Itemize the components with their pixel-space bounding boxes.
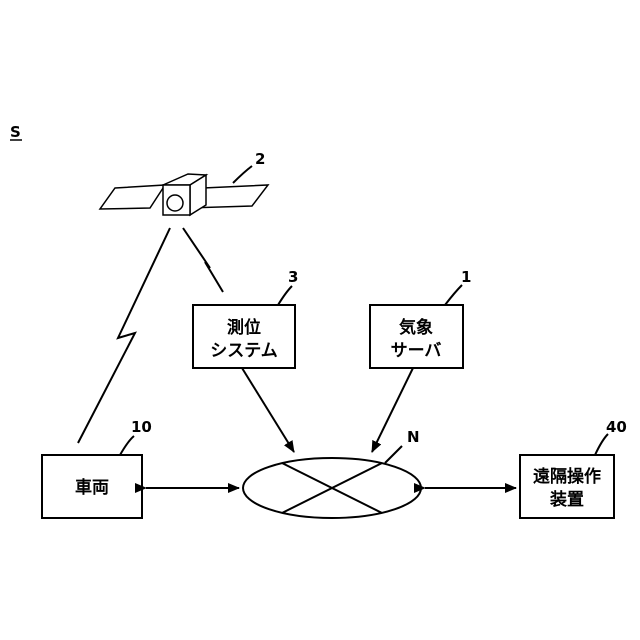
weather-server-label-line2: サーバ — [391, 341, 442, 361]
positioning-system-ref-leader — [278, 286, 292, 305]
wireless-link-vehicle-satellite — [78, 228, 170, 443]
satellite-ref: 2 — [255, 150, 265, 168]
remote-operation-device-label-line1: 遠隔操作 — [533, 466, 601, 487]
wireless-link-satellite-positioning — [183, 228, 223, 292]
remote-operation-device-label-line2: 装置 — [549, 489, 584, 510]
weather-server-ref: 1 — [461, 268, 471, 286]
positioning-system-ref: 3 — [288, 268, 298, 286]
arrow-positioning-to-network — [242, 368, 294, 452]
remote-operation-device-ref: 40 — [606, 418, 627, 436]
satellite — [100, 174, 268, 215]
positioning-system-label-line1: 測位 — [227, 317, 261, 338]
vehicle-ref-leader — [120, 436, 134, 455]
positioning-system-label-line2: システム — [210, 341, 278, 361]
weather-server-ref-leader — [445, 285, 462, 305]
satellite-ref-leader — [233, 166, 252, 183]
satellite-lens — [167, 195, 183, 211]
vehicle-label: 車両 — [75, 477, 109, 498]
weather-server-label-line1: 気象 — [398, 317, 433, 338]
system-label: S — [10, 123, 21, 141]
satellite-left-panel — [100, 185, 165, 209]
remote-operation-device-ref-leader — [595, 434, 608, 455]
network-ref-leader — [385, 446, 402, 463]
network — [243, 458, 421, 518]
network-ref: N — [407, 428, 420, 446]
vehicle-ref: 10 — [131, 418, 152, 436]
